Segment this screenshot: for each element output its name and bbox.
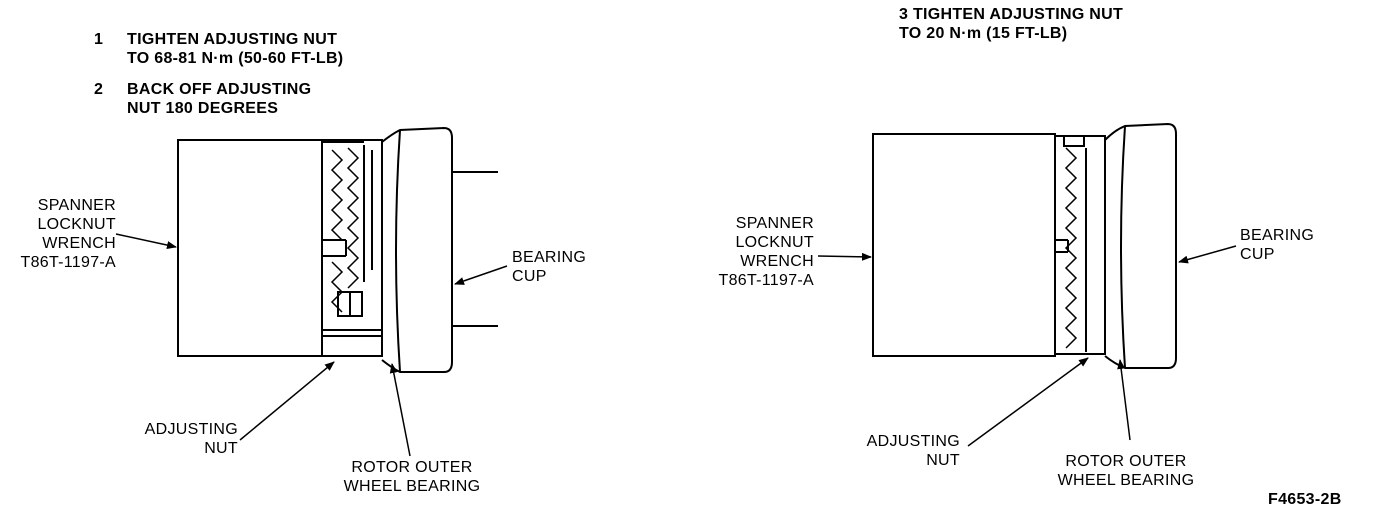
step-2-instruction: BACK OFF ADJUSTING NUT 180 DEGREES: [127, 81, 312, 117]
left-bearing-cup-label: BEARING CUP: [512, 249, 587, 285]
left-adjusting-nut: [321, 139, 383, 357]
step-2-number: 2: [94, 81, 104, 98]
left-spanner-wrench: [177, 139, 323, 357]
left-spanner-arrow: [115, 233, 177, 250]
right-bearing-cup: [1104, 122, 1177, 369]
left-rotor-bearing-arrow: [389, 363, 411, 457]
left-adjusting-nut-arrow: [239, 361, 335, 441]
step-3-instruction: 3 TIGHTEN ADJUSTING NUT TO 20 N·m (15 FT…: [899, 6, 1124, 42]
right-rotor-bearing-arrow: [1117, 359, 1131, 441]
right-spanner-wrench: [872, 133, 1056, 357]
right-spanner-wrench-label: SPANNER LOCKNUT WRENCH T86T-1197-A: [718, 215, 814, 289]
right-adjusting-nut-arrow: [967, 357, 1089, 447]
right-spanner-arrow: [817, 252, 872, 261]
step-1-number: 1: [94, 31, 104, 48]
right-adjusting-nut-label: ADJUSTING NUT: [866, 433, 960, 469]
step-1-instruction: TIGHTEN ADJUSTING NUT TO 68-81 N·m (50-6…: [127, 31, 344, 67]
left-bearing-cup: [381, 126, 498, 373]
right-bearing-cup-arrow: [1178, 245, 1237, 264]
right-bearing-cup-label: BEARING CUP: [1240, 227, 1315, 263]
left-adjusting-nut-label: ADJUSTING NUT: [144, 421, 238, 457]
right-rotor-bearing-label: ROTOR OUTER WHEEL BEARING: [1057, 453, 1195, 489]
right-adjusting-nut: [1054, 135, 1106, 355]
figure-id: F4653-2B: [1268, 491, 1342, 508]
left-bearing-cup-arrow: [454, 265, 508, 285]
left-rotor-bearing-label: ROTOR OUTER WHEEL BEARING: [343, 459, 481, 495]
left-spanner-wrench-label: SPANNER LOCKNUT WRENCH T86T-1197-A: [20, 197, 116, 271]
